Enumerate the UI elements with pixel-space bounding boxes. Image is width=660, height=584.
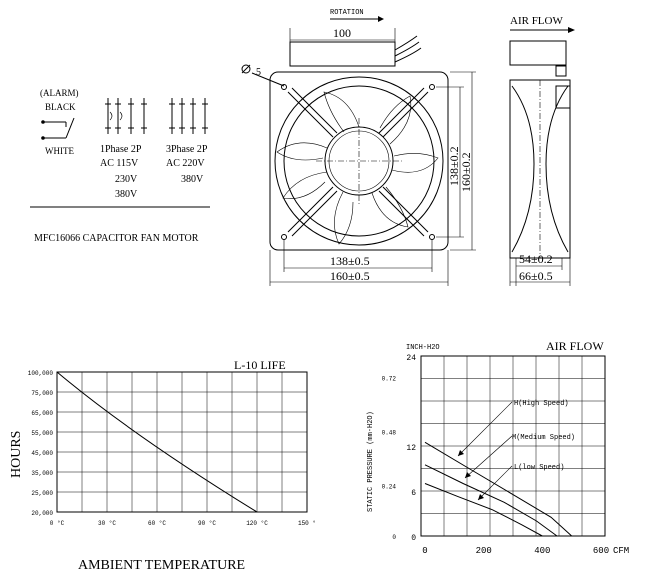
air-y-tick-mm: 24 <box>406 354 416 363</box>
life-y-tick: 20,000 <box>31 510 53 517</box>
static-pressure-label: STATIC PRESSURE (mm-H2O) <box>367 411 375 512</box>
airflow-chart: AIR FLOW INCH-H2O 24 12 6 0 0.72 0.48 0.24 0 0 2… <box>367 339 629 556</box>
side-airflow-title: AIR FLOW <box>510 15 563 27</box>
single-phase-symbol <box>105 98 147 134</box>
airflow-curve-medium <box>424 464 558 537</box>
single-phase-label: 1Phase 2P <box>100 144 142 155</box>
fan-blades <box>276 91 439 245</box>
air-y-tick-inch: 0.72 <box>382 376 397 383</box>
life-y-tick: 100,000 <box>28 370 54 377</box>
air-y-tick-mm: 12 <box>406 444 416 453</box>
air-x-tick: 200 <box>476 546 492 556</box>
life-chart-title: L-10 LIFE <box>234 358 286 372</box>
life-x-tick: 150 ° <box>298 520 316 527</box>
three-phase-380v: 380V <box>181 174 204 185</box>
life-x-tick: 60 °C <box>148 520 166 527</box>
dim-160-h: 160±0.5 <box>330 269 370 283</box>
dim-66: 66±0.5 <box>519 269 553 283</box>
rotation-label: ROTATION <box>330 9 364 17</box>
airflow-title: AIR FLOW <box>546 339 604 353</box>
life-ylabel: HOURS <box>9 431 24 478</box>
air-y-tick-inch: 0.48 <box>382 430 397 437</box>
curve-label-high: H(High Speed) <box>514 400 569 408</box>
dim-54: 54±0.2 <box>519 252 553 266</box>
life-x-tick: 90 °C <box>198 520 216 527</box>
fan-frame <box>269 71 449 251</box>
dim-138-v: 138±0.2 <box>447 146 461 186</box>
wiring-diagram: (ALARM) BLACK WHITE 1Phas <box>30 88 210 244</box>
black-wire-label: BLACK <box>45 102 76 112</box>
white-wire-label: WHITE <box>45 146 74 156</box>
air-x-tick: 400 <box>534 546 550 556</box>
alarm-switch-symbol <box>41 117 75 140</box>
cfm-label: CFM <box>613 546 629 556</box>
three-phase-label: 3Phase 2P <box>166 144 208 155</box>
hole-dia-symbol <box>241 64 251 74</box>
life-chart: L-10 LIFE 100,000 75,000 65,000 55,000 45,00… <box>9 358 316 573</box>
three-phase-symbol <box>169 98 208 134</box>
lead-wires <box>394 35 422 63</box>
strut <box>287 87 338 138</box>
single-phase-230v: 230V <box>115 174 138 185</box>
dim-138-h: 138±0.5 <box>330 254 370 268</box>
life-x-tick: 30 °C <box>98 520 116 527</box>
strut <box>378 87 429 138</box>
side-terminal-box <box>509 40 567 66</box>
dim-100: 100 <box>333 26 351 40</box>
life-x-tick: 120 °C <box>246 520 268 527</box>
hole-dia: 5 <box>256 67 261 78</box>
mounting-hole <box>429 234 435 240</box>
airflow-curve-high <box>424 441 573 537</box>
front-view: ROTATION 100 5 <box>241 9 476 286</box>
life-y-tick: 25,000 <box>31 490 53 497</box>
dim-160-v: 160±0.2 <box>459 152 473 192</box>
life-curve <box>56 371 258 513</box>
strut <box>287 186 338 237</box>
inch-h2o-label: INCH-H2O <box>406 344 440 352</box>
curve-label-low: L(low Speed) <box>514 464 564 472</box>
mounting-hole <box>429 84 435 90</box>
life-y-tick: 45,000 <box>31 450 53 457</box>
terminal-box <box>289 41 396 67</box>
single-phase-380v: 380V <box>115 189 138 200</box>
air-y-tick-mm: 6 <box>411 489 416 498</box>
air-x-tick: 600 <box>593 546 609 556</box>
life-x-tick: 0 °C <box>50 520 65 527</box>
life-y-tick: 35,000 <box>31 470 53 477</box>
life-xlabel: AMBIENT TEMPERATURE <box>78 558 245 573</box>
mounting-hole <box>281 84 287 90</box>
side-view: AIR FLOW 54±0.2 66±0.5 <box>509 15 575 286</box>
mounting-hole <box>281 234 287 240</box>
alarm-label: (ALARM) <box>40 88 79 98</box>
air-y-tick-mm: 0 <box>411 534 416 543</box>
curve-label-medium: M(Medium Speed) <box>512 434 575 442</box>
life-y-tick: 55,000 <box>31 430 53 437</box>
air-x-tick: 0 <box>422 546 427 556</box>
air-y-tick-inch: 0.24 <box>382 484 397 491</box>
strut <box>378 186 429 237</box>
life-y-tick: 65,000 <box>31 410 53 417</box>
single-phase-ac: AC 115V <box>100 158 139 169</box>
three-phase-ac: AC 220V <box>166 158 205 169</box>
air-y-tick-inch: 0 <box>392 534 396 541</box>
fan-motor-caption: MFC16066 CAPACITOR FAN MOTOR <box>34 233 199 244</box>
fan-venturi <box>274 76 444 246</box>
airflow-curve-low <box>424 483 543 537</box>
life-y-tick: 75,000 <box>31 390 53 397</box>
